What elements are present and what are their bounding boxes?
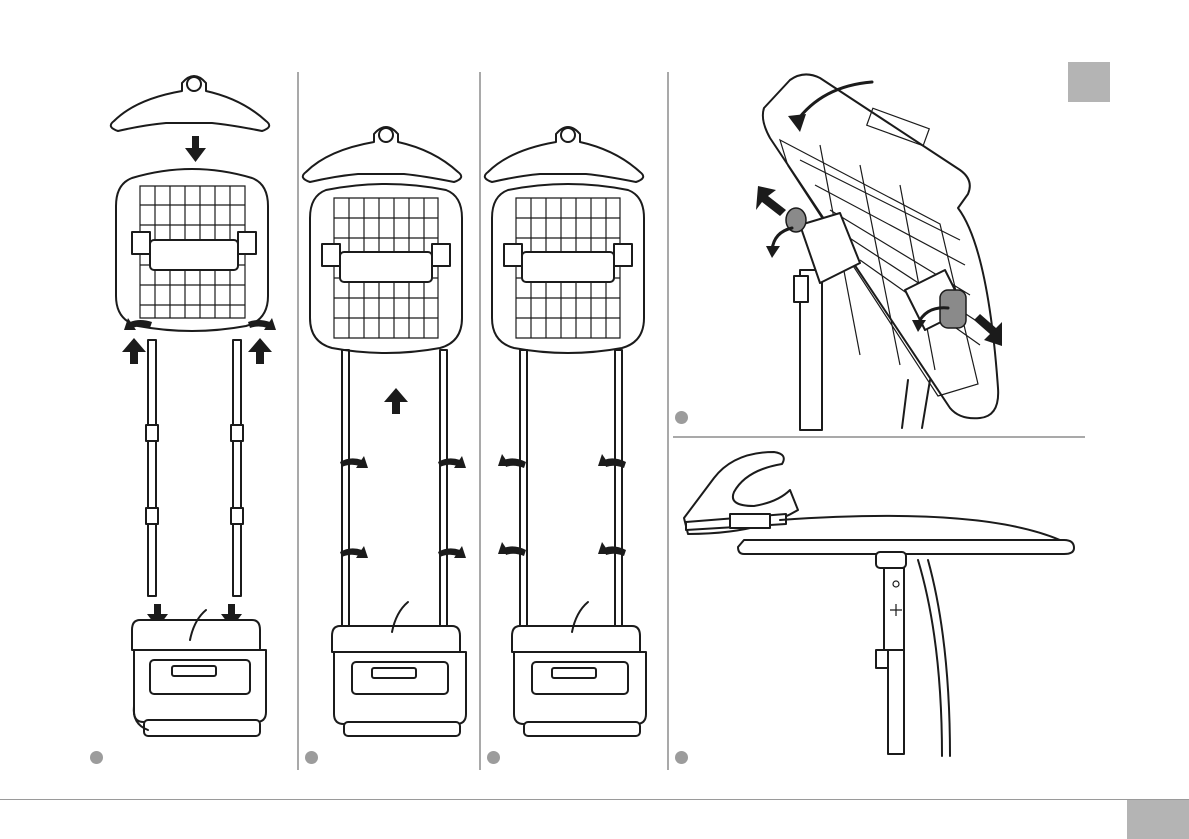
ironing-board-icon [730,514,1074,554]
pole-icon [876,552,950,756]
